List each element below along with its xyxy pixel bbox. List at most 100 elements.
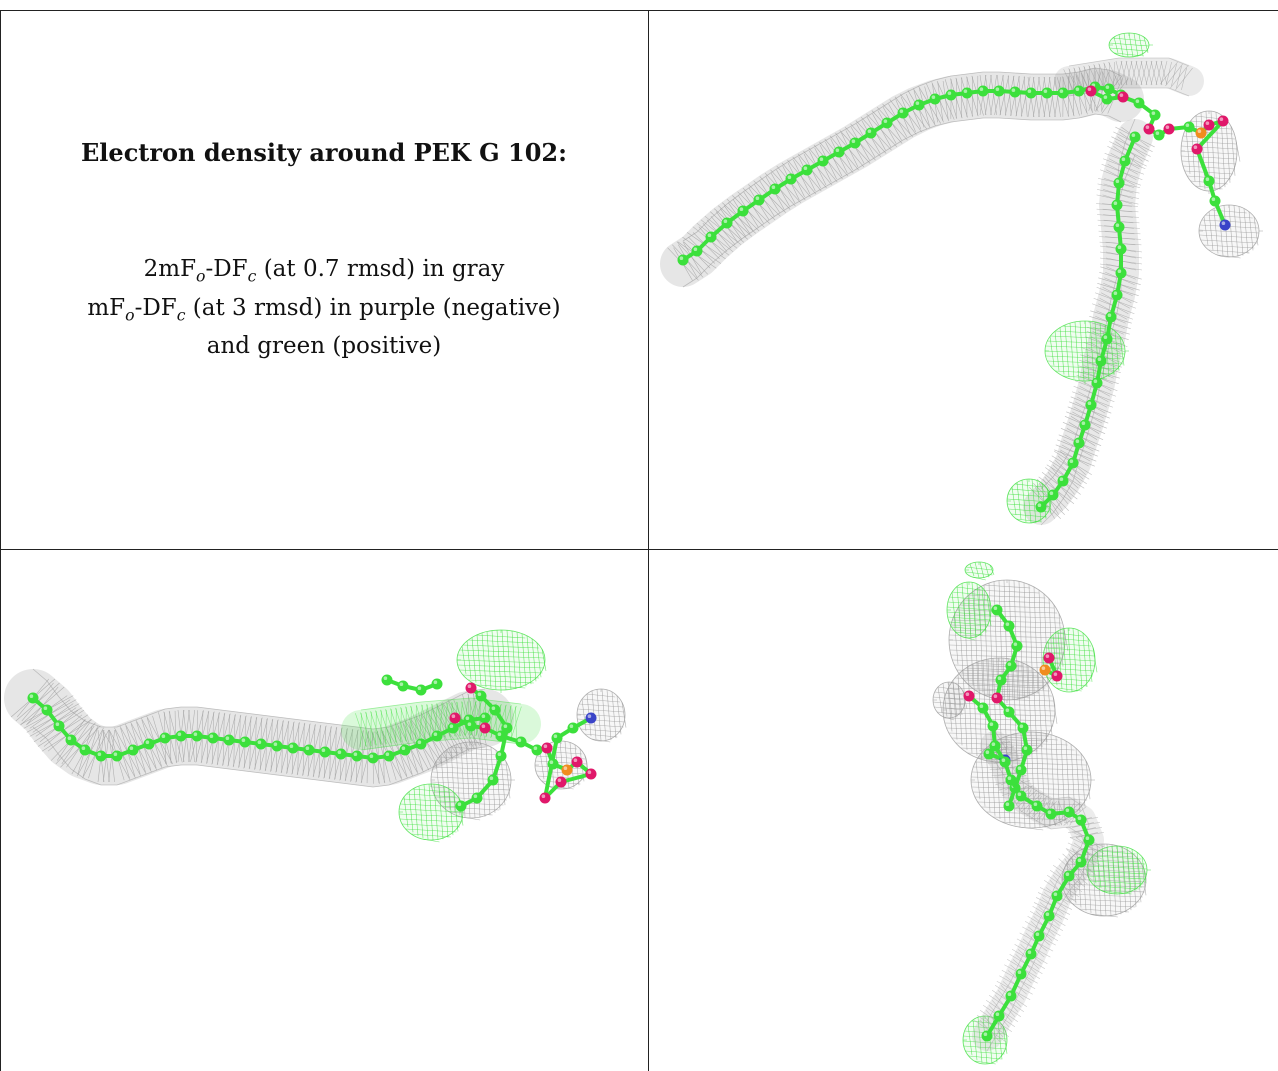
atom bbox=[913, 99, 925, 111]
atom bbox=[977, 702, 989, 714]
atom bbox=[977, 85, 989, 97]
atom-highlight bbox=[1001, 758, 1006, 762]
atom bbox=[471, 792, 483, 804]
atom bbox=[1015, 764, 1027, 776]
atom-highlight bbox=[1037, 503, 1042, 508]
atom-highlight bbox=[467, 684, 472, 688]
atom-highlight bbox=[1155, 131, 1160, 135]
atom bbox=[991, 692, 1003, 704]
atom bbox=[987, 720, 999, 732]
atom-highlight bbox=[503, 724, 508, 728]
mesh-green-blob-side bbox=[1086, 845, 1151, 895]
atom bbox=[1117, 91, 1129, 103]
atom bbox=[335, 748, 347, 760]
atom-highlight bbox=[1045, 654, 1050, 658]
atom-highlight bbox=[1135, 99, 1140, 103]
atom bbox=[1209, 195, 1221, 207]
atom-highlight bbox=[473, 794, 478, 798]
atom-highlight bbox=[931, 95, 936, 99]
atom bbox=[989, 740, 1001, 752]
atom-highlight bbox=[1093, 379, 1098, 384]
atom bbox=[1103, 83, 1115, 95]
atom-highlight bbox=[1221, 221, 1226, 225]
atom bbox=[1063, 806, 1075, 818]
table-border-top bbox=[0, 10, 1278, 11]
atom bbox=[447, 722, 459, 734]
atom-highlight bbox=[1007, 662, 1012, 666]
atom bbox=[1043, 652, 1055, 664]
atom bbox=[41, 704, 53, 716]
atom bbox=[539, 792, 551, 804]
atom-highlight bbox=[991, 742, 996, 746]
mesh-gray-headgroup bbox=[1054, 57, 1204, 97]
atom-highlight bbox=[1033, 802, 1038, 806]
atom-highlight bbox=[1115, 223, 1120, 227]
view-top-right bbox=[649, 11, 1278, 549]
atom bbox=[1149, 109, 1161, 121]
atom bbox=[1203, 119, 1215, 131]
atom bbox=[1085, 399, 1097, 411]
atom bbox=[981, 1030, 993, 1042]
atom-highlight bbox=[1165, 125, 1170, 129]
atom-highlight bbox=[1049, 491, 1054, 496]
atom bbox=[929, 93, 941, 105]
atom bbox=[1191, 143, 1203, 155]
atom bbox=[1063, 870, 1075, 882]
chain-loop bbox=[455, 682, 513, 812]
atom-highlight bbox=[1027, 950, 1032, 954]
atom-highlight bbox=[67, 736, 72, 740]
atom bbox=[1101, 93, 1113, 105]
atom-highlight bbox=[225, 736, 230, 740]
atom bbox=[143, 738, 155, 750]
atom-highlight bbox=[1117, 269, 1122, 274]
atom-highlight bbox=[1087, 87, 1092, 91]
mesh-gray-small-left bbox=[932, 681, 968, 721]
atom bbox=[1005, 990, 1017, 1002]
atom-highlight bbox=[1027, 89, 1032, 93]
atom bbox=[415, 738, 427, 750]
atom-highlight bbox=[161, 734, 166, 738]
atom-highlight bbox=[1045, 912, 1050, 916]
atom-highlight bbox=[569, 724, 574, 728]
atom-highlight bbox=[491, 706, 496, 710]
atom bbox=[677, 254, 689, 266]
atom bbox=[1133, 97, 1145, 109]
atom-highlight bbox=[417, 686, 422, 690]
caption-title: Electron density around PEK G 102: bbox=[81, 138, 567, 167]
atom bbox=[127, 744, 139, 756]
atom bbox=[1009, 86, 1021, 98]
atom bbox=[1057, 475, 1069, 487]
atom bbox=[465, 720, 477, 732]
atom-highlight bbox=[369, 754, 374, 758]
atom bbox=[287, 742, 299, 754]
density-render-bottom-left bbox=[4, 629, 627, 843]
atom-highlight bbox=[385, 752, 390, 756]
atom-highlight bbox=[553, 734, 558, 738]
atom bbox=[785, 173, 797, 185]
atom-highlight bbox=[1053, 892, 1058, 896]
phosphate-atoms bbox=[1039, 652, 1063, 682]
atom bbox=[1119, 155, 1131, 167]
atom-highlight bbox=[1017, 970, 1022, 974]
atom bbox=[27, 692, 39, 704]
atom bbox=[567, 722, 579, 734]
atom bbox=[1039, 664, 1051, 676]
atom bbox=[1073, 85, 1085, 97]
atom-highlight bbox=[771, 185, 776, 189]
atom bbox=[1111, 199, 1123, 211]
atom-highlight bbox=[1081, 421, 1086, 426]
atom-highlight bbox=[55, 722, 60, 726]
atom bbox=[833, 146, 845, 158]
atom-highlight bbox=[193, 732, 198, 736]
atom bbox=[255, 738, 267, 750]
atom bbox=[995, 674, 1007, 686]
atom-highlight bbox=[835, 148, 840, 152]
atom bbox=[397, 680, 409, 692]
atom bbox=[367, 752, 379, 764]
atom bbox=[1113, 177, 1125, 189]
atom-highlight bbox=[399, 682, 404, 686]
atom-highlight bbox=[993, 694, 998, 698]
atom bbox=[1035, 501, 1047, 513]
atom bbox=[801, 164, 813, 176]
atom bbox=[897, 107, 909, 119]
